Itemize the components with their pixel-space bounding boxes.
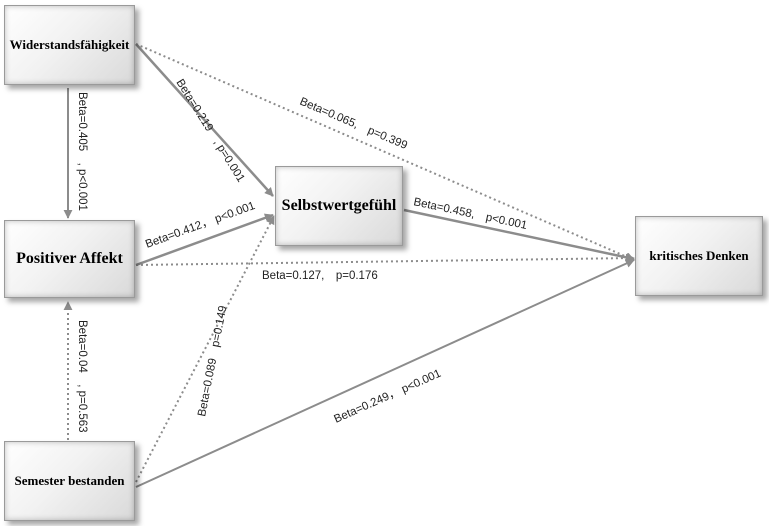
edge-label-selbstwert-kritisch: Beta=0.458, p<0.001 (412, 196, 528, 232)
edge-label-positiv-selbstwert: Beta=0.412， p<0.001 (144, 200, 257, 251)
edge-label-widerstand-positiv: Beta=0.405 , p<0.001 (76, 92, 88, 211)
edge-widerstand-kritisch (135, 43, 635, 261)
edge-label-widerstand-kritisch: Beta=0.065, p=0.399 (298, 96, 409, 152)
edge-label-semester-selbstwert: Beta=0.089 p=0.149 (196, 305, 229, 418)
edge-semester-kritisch (135, 259, 635, 488)
node-selbstwertgefuehl: Selbstwertgefühl (275, 166, 403, 246)
node-widerstandsfaehigkeit: Widerstandsfähigkeit (4, 5, 135, 85)
node-label: kritisches Denken (649, 248, 749, 263)
edge-positiv-kritisch (135, 253, 635, 266)
edge-label-semester-positiv: Beta=0.04 , p=0.563 (76, 320, 88, 433)
edge-positiv-selbstwert (135, 213, 274, 267)
edge-label-widerstand-selbstwert: Beta=0.219 , p=0.001 (173, 77, 246, 184)
node-label: Semester bestanden (14, 473, 125, 488)
edge-semester-selbstwert (135, 215, 275, 483)
edge-widerstand-selbstwert (135, 43, 274, 197)
node-label: Positiver Affekt (16, 250, 123, 267)
node-semester-bestanden: Semester bestanden (4, 441, 135, 521)
node-positiver-affekt: Positiver Affekt (4, 220, 135, 298)
edge-label-positiv-kritisch: Beta=0.127, p=0.176 (262, 270, 378, 282)
node-label: Widerstandsfähigkeit (9, 37, 130, 52)
edge-label-semester-kritisch: Beta=0.249， p<0.001 (332, 368, 443, 426)
node-label: Selbstwertgefühl (281, 197, 397, 214)
edge-selbstwert-kritisch (403, 208, 635, 262)
node-kritisches-denken: kritisches Denken (635, 216, 763, 296)
